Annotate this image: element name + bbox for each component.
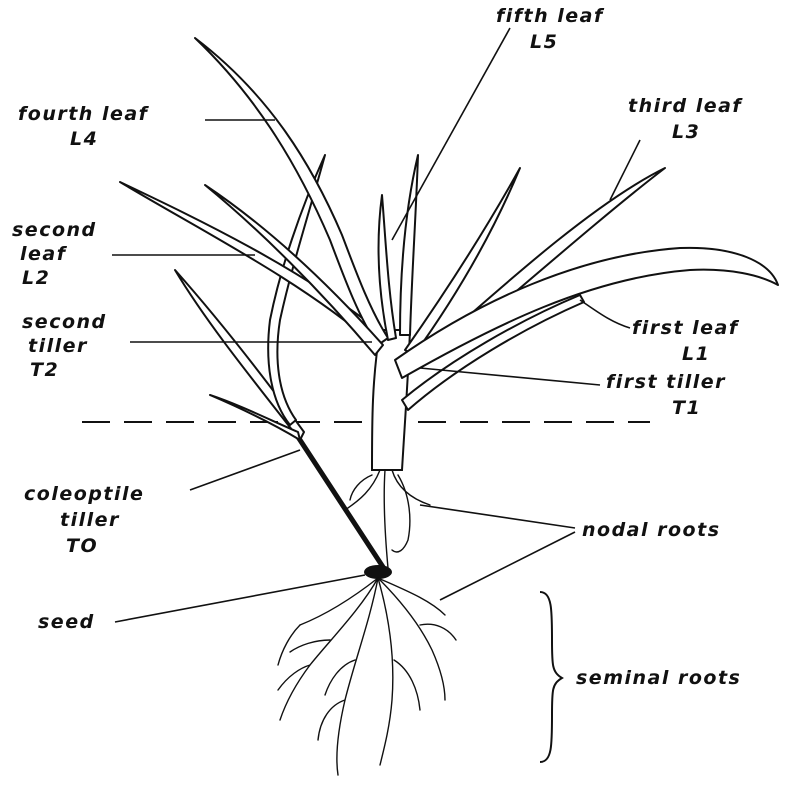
seminal-roots-drawing <box>278 578 456 775</box>
leader-coleoptile-tiller <box>190 450 300 490</box>
label-seminal-roots: seminal roots <box>576 667 741 689</box>
seminal-roots-brace <box>540 592 562 762</box>
coleoptile-tiller-stem <box>290 425 385 570</box>
label-t0: TO <box>66 535 98 557</box>
label-third-leaf: third leaf <box>628 95 743 117</box>
leaf-l5-b <box>400 155 418 335</box>
label-fourth-leaf: fourth leaf <box>18 103 150 125</box>
label-second-tiller-1: second <box>22 311 107 333</box>
label-fifth-leaf: fifth leaf <box>496 5 605 27</box>
plant-illustration <box>120 38 778 570</box>
leader-first-leaf <box>580 300 630 328</box>
leaf-l1 <box>395 248 778 378</box>
leaf-l5 <box>379 195 396 340</box>
label-t2: T2 <box>30 359 59 381</box>
label-second-leaf-1: second <box>12 219 97 241</box>
leader-nodal-roots-b <box>440 532 575 600</box>
leader-nodal-roots-a <box>420 505 575 528</box>
label-coleoptile-1: coleoptile <box>24 483 144 505</box>
label-second-tiller-2: tiller <box>28 335 88 357</box>
leader-seed <box>115 575 365 622</box>
label-l4: L4 <box>70 128 98 150</box>
label-t1: T1 <box>672 397 701 419</box>
label-second-leaf-2: leaf <box>20 243 68 265</box>
label-coleoptile-2: tiller <box>60 509 120 531</box>
label-first-leaf: first leaf <box>632 317 740 339</box>
label-nodal-roots: nodal roots <box>582 519 721 541</box>
leaf-l4 <box>195 38 388 345</box>
label-l2: L2 <box>22 267 50 289</box>
nodal-roots-drawing <box>345 470 430 568</box>
label-seed: seed <box>38 611 95 633</box>
leader-fifth-leaf <box>392 28 510 240</box>
label-first-tiller: first tiller <box>606 371 726 393</box>
seed-shape <box>364 565 392 579</box>
label-l3: L3 <box>672 121 700 143</box>
label-l1: L1 <box>682 343 710 365</box>
label-l5: L5 <box>530 31 558 53</box>
